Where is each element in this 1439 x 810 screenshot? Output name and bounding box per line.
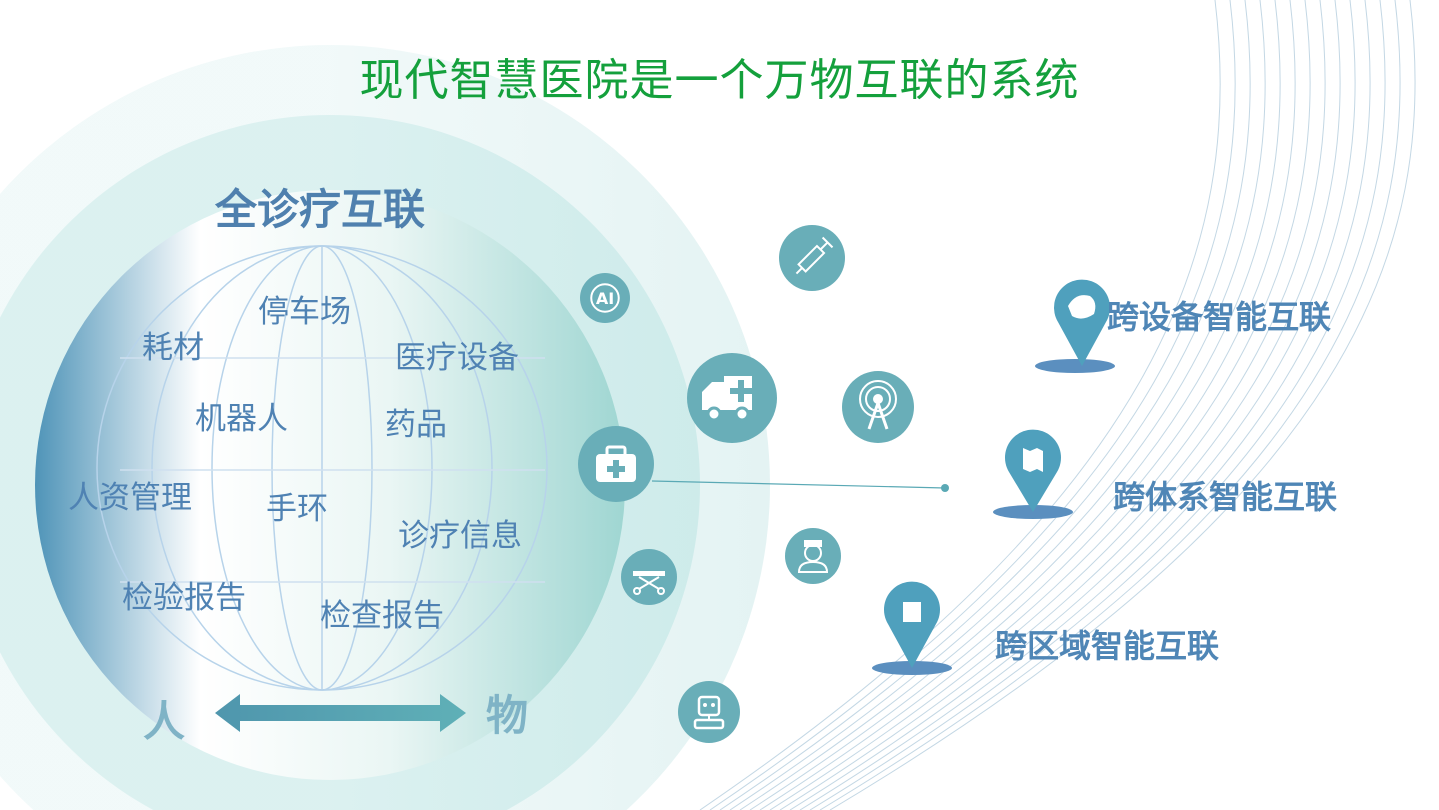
curve-line bbox=[759, 0, 1311, 810]
connector-line bbox=[651, 480, 946, 489]
curve-line bbox=[719, 0, 1251, 810]
pin-label-systems: 跨体系智能互联 bbox=[1113, 478, 1338, 516]
ambulance-icon bbox=[687, 353, 777, 443]
curve-line bbox=[739, 0, 1281, 810]
globe-item: 药品 bbox=[385, 407, 447, 443]
globe-item: 手环 bbox=[266, 491, 328, 527]
globe-item: 诊疗信息 bbox=[398, 518, 522, 554]
globe-item: 耗材 bbox=[142, 330, 204, 366]
stretcher-icon bbox=[621, 549, 677, 605]
globe-item: 检验报告 bbox=[122, 580, 246, 616]
globe-item: 机器人 bbox=[195, 401, 288, 437]
pin-label-devices: 跨设备智能互联 bbox=[1107, 298, 1332, 336]
curve-line bbox=[729, 0, 1266, 810]
svg-text:AI: AI bbox=[596, 289, 614, 308]
page-title: 现代智慧医院是一个万物互联的系统 bbox=[359, 55, 1080, 106]
curve-line bbox=[829, 0, 1416, 810]
globe-grid bbox=[96, 245, 548, 691]
antenna-icon bbox=[842, 371, 914, 443]
curve-line bbox=[749, 0, 1296, 810]
china-map-icon bbox=[1068, 295, 1096, 319]
curve-line bbox=[809, 0, 1386, 810]
robot-icon bbox=[678, 681, 740, 743]
building-location-pin bbox=[872, 581, 952, 675]
globe-item: 人资管理 bbox=[68, 480, 192, 516]
thing-label: 物 bbox=[486, 691, 529, 740]
person-label: 人 bbox=[143, 697, 186, 746]
globe-item: 停车场 bbox=[258, 294, 351, 330]
left-right-arrow bbox=[215, 694, 466, 732]
globe-item: 检查报告 bbox=[320, 598, 444, 634]
globe-item: 医疗设备 bbox=[395, 340, 519, 376]
map-location-pin bbox=[993, 429, 1073, 519]
pin-label-regions: 跨区域智能互联 bbox=[995, 627, 1220, 665]
curve-line bbox=[699, 0, 1221, 810]
globe bbox=[35, 190, 625, 780]
syringe-icon bbox=[779, 225, 845, 291]
china-map-location-pin bbox=[1035, 279, 1115, 373]
curve-line bbox=[709, 0, 1236, 810]
decorative-curves bbox=[699, 0, 1416, 810]
ai-head-icon: AI bbox=[580, 273, 630, 323]
building-icon bbox=[903, 602, 921, 622]
map-icon bbox=[1023, 448, 1043, 472]
globe-title: 全诊疗互联 bbox=[215, 185, 426, 234]
curve-line bbox=[789, 0, 1356, 810]
medical-kit-icon bbox=[578, 426, 654, 502]
curve-line bbox=[779, 0, 1341, 810]
curve-line bbox=[819, 0, 1401, 810]
connector-dot bbox=[941, 484, 949, 492]
curve-line bbox=[799, 0, 1371, 810]
doctor-icon bbox=[785, 528, 841, 584]
curve-line bbox=[769, 0, 1326, 810]
